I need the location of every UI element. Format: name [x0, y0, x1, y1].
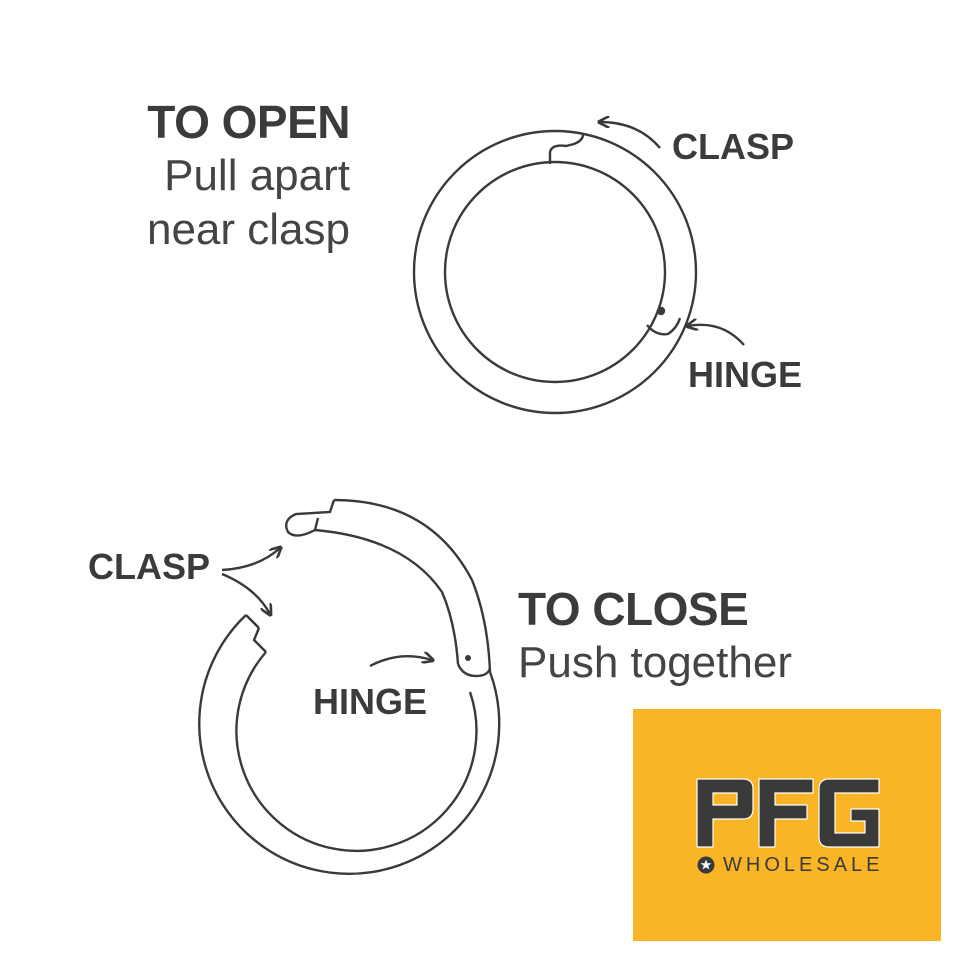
open-ring-lower	[198, 614, 501, 875]
logo-subtitle: WHOLESALE	[697, 853, 883, 877]
open-hinge-label: HINGE	[688, 354, 803, 395]
closed-ring	[412, 129, 698, 415]
pfg-logo-mark	[696, 778, 880, 848]
close-heading: TO CLOSE	[518, 583, 749, 635]
star-icon	[697, 856, 715, 874]
closed-ring-hinge	[646, 317, 682, 336]
arrow-icon	[600, 122, 661, 149]
open-ring-lower-inner	[235, 651, 478, 852]
close-instructions: TO CLOSE Push together	[518, 582, 792, 690]
open-ring-arm	[333, 498, 492, 673]
arrow-icon	[221, 548, 280, 572]
arrow-icon	[688, 325, 745, 346]
open-heading: TO OPEN	[147, 96, 350, 148]
close-hinge-label: HINGE	[313, 681, 428, 722]
closed-ring-inner	[443, 160, 667, 384]
open-ring	[198, 498, 501, 875]
closed-ring-clasp	[548, 132, 585, 164]
open-clasp-label: CLASP	[672, 126, 795, 167]
closed-ring-outer	[412, 129, 698, 415]
close-line-1: Push together	[518, 638, 792, 687]
arrow-icon	[369, 656, 432, 668]
open-line-1: Pull apart	[164, 151, 350, 200]
open-ring-hinge-pin	[465, 655, 471, 661]
closed-ring-hinge-pin	[656, 306, 666, 316]
close-clasp-label: CLASP	[88, 546, 211, 587]
open-line-2: near clasp	[146, 205, 350, 254]
open-ring-arm-inner	[314, 528, 460, 665]
logo-subtitle-text: WHOLESALE	[723, 853, 884, 876]
pfg-wholesale-logo: WHOLESALE	[633, 709, 941, 941]
arrow-icon	[221, 572, 270, 614]
open-instructions: TO OPEN Pull apart near clasp	[146, 95, 351, 257]
open-ring-clasp	[285, 499, 336, 537]
